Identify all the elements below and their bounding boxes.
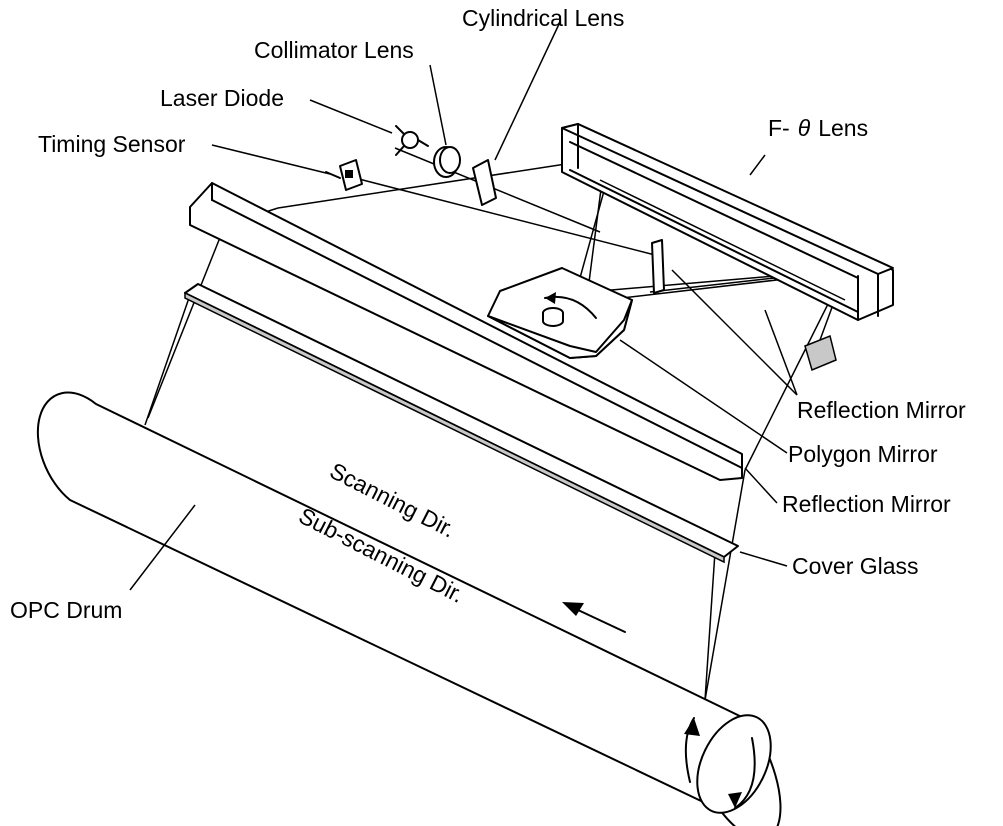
collimator-lens [433, 146, 461, 178]
label-opc-drum: OPC Drum [10, 597, 122, 623]
label-cover-glass: Cover Glass [792, 553, 919, 579]
sub-scanning-arrow [562, 602, 626, 633]
f-theta-suffix: Lens [818, 115, 868, 141]
polygon-mirror-assembly [487, 267, 633, 359]
label-collimator-lens: Collimator Lens [254, 37, 414, 63]
cover-glass-plate [184, 283, 739, 564]
label-cylindrical-lens: Cylindrical Lens [462, 5, 624, 31]
f-theta-prefix: F- [768, 115, 790, 141]
label-reflection-mirror-lower: Reflection Mirror [782, 491, 951, 517]
upper-reflection-bar [189, 182, 743, 481]
f-theta-lens [561, 123, 894, 321]
timing-sensor [325, 159, 363, 191]
opc-drum [36, 391, 782, 826]
label-f-theta-lens: F-θ Lens [768, 115, 868, 141]
label-reflection-mirror-upper: Reflection Mirror [797, 397, 966, 423]
small-reflection-mirror [651, 239, 665, 294]
label-timing-sensor: Timing Sensor [38, 131, 186, 157]
leader-lines [129, 21, 798, 591]
label-polygon-mirror: Polygon Mirror [788, 441, 938, 467]
label-laser-diode: Laser Diode [160, 85, 284, 111]
cylindrical-lens [472, 159, 497, 206]
side-reflection-mirror [804, 334, 837, 372]
f-theta-symbol: θ [798, 115, 811, 141]
laser-diode [395, 125, 429, 156]
